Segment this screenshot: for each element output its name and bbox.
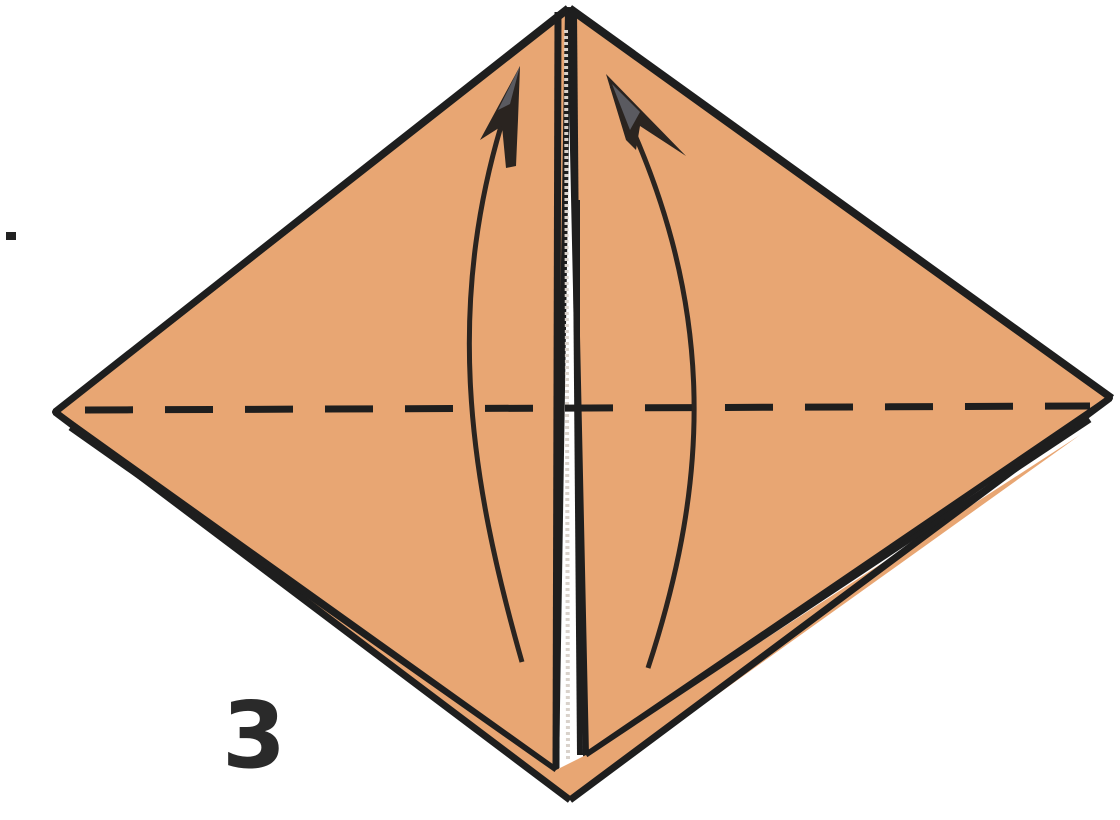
ink-mark <box>6 232 16 240</box>
center-line-left <box>556 12 558 768</box>
step-number: 3 <box>222 690 286 782</box>
